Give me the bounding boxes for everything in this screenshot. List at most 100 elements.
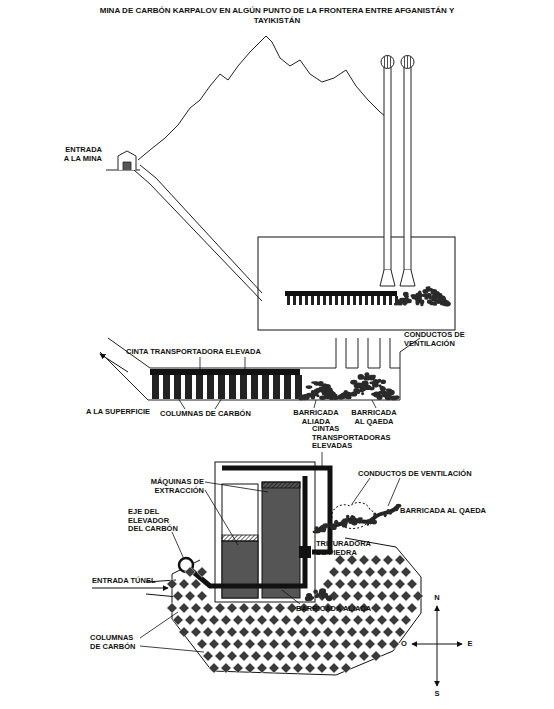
part-label: BARRICADA AL QAEDA (348, 409, 400, 426)
leader-line (322, 452, 323, 466)
shaft-wall (140, 165, 262, 293)
rubble-stone (376, 394, 380, 397)
coal-column (347, 579, 358, 590)
conveyor-belt (285, 291, 397, 296)
part-label: BARRICADA ALIADA (296, 605, 396, 614)
coal-column (262, 375, 269, 399)
coal-column (284, 375, 291, 399)
rubble-stone (376, 394, 382, 400)
coal-column (197, 591, 208, 602)
coal-column (239, 627, 250, 638)
coal-column (269, 639, 280, 650)
coal-column (353, 296, 356, 305)
coal-column (341, 615, 352, 626)
coal-column (293, 639, 304, 650)
rubble-stone (325, 597, 330, 600)
coal-column (341, 296, 344, 305)
coal-column (371, 579, 382, 590)
stone-crusher (299, 546, 311, 558)
rubble-stone (415, 300, 419, 306)
coal-column (215, 603, 226, 614)
coal-column (305, 296, 308, 305)
coal-column (407, 603, 418, 614)
coal-column (329, 567, 340, 578)
conveyor-belt (191, 476, 305, 586)
rubble-stone (306, 597, 309, 601)
cutaway-frame (258, 237, 455, 330)
coal-column (347, 296, 350, 305)
coal-column (281, 663, 292, 674)
coal-column (167, 603, 178, 614)
rubble (337, 372, 400, 400)
rubble-stone (340, 394, 346, 399)
coal-column (365, 639, 376, 650)
coal-column (305, 615, 316, 626)
coal-column (207, 375, 214, 399)
part-label: TRITURADORA DE PIEDRA (316, 540, 372, 557)
coal-column (215, 627, 226, 638)
coal-column (377, 639, 388, 650)
rubble-stone (368, 375, 375, 381)
rubble-stone (321, 596, 324, 599)
coal-column (197, 567, 208, 578)
coal-column (383, 579, 394, 590)
coal-column (317, 296, 320, 305)
coal-column (263, 627, 274, 638)
leader-line (314, 400, 376, 408)
shaft-wall (134, 170, 262, 301)
conveyor-belt (222, 468, 330, 552)
leader-line (205, 482, 268, 545)
entry-arrow (92, 588, 168, 589)
coal-column (257, 663, 268, 674)
rubble-stone (433, 301, 437, 305)
coal-column (341, 567, 352, 578)
coal-column (407, 579, 418, 590)
part-label: MÁQUINAS DE EXTRACCIÓN (148, 478, 204, 495)
coal-column (233, 663, 244, 674)
coal-column (311, 296, 314, 305)
coal-column (257, 615, 268, 626)
rubble-stone (378, 391, 383, 395)
coal-column (365, 615, 376, 626)
ventilation-stack (404, 66, 411, 270)
coal-column (353, 567, 364, 578)
leader-line (178, 398, 222, 409)
leader-line (352, 478, 400, 506)
coal-column (203, 651, 214, 662)
coal-column (401, 567, 412, 578)
coal-column (293, 663, 304, 674)
coal-column (215, 651, 226, 662)
coal-column (240, 375, 247, 399)
part-label: EJE DEL ELEVADOR DEL CARBÓN (128, 508, 184, 534)
coal-column (179, 579, 190, 590)
rubble-stone (375, 514, 378, 517)
coal-column (347, 627, 358, 638)
coal-column (323, 579, 334, 590)
coal-column (341, 639, 352, 650)
coal-column (275, 627, 286, 638)
coal-column (185, 591, 196, 602)
rubble-stone (379, 384, 382, 387)
rubble-stone (346, 515, 350, 519)
part-label: BARRICADA AL QAEDA (400, 507, 510, 516)
coal-column (335, 579, 346, 590)
rubble-stone (298, 395, 304, 400)
coal-column (395, 603, 406, 614)
rubble-stone (311, 381, 318, 383)
coal-column (174, 375, 181, 399)
rubble-stone (431, 298, 437, 302)
coal-column (395, 579, 406, 590)
rubble-stone (358, 374, 364, 380)
compass-letter: S (431, 690, 443, 699)
rubble-stone (378, 379, 382, 382)
compass-axis (412, 644, 462, 645)
coal-column (293, 296, 296, 305)
coal-column (383, 627, 394, 638)
part-label: CONDUCTOS DE VENTILACIÓN (404, 331, 466, 348)
coal-column (317, 639, 328, 650)
coal-column (377, 615, 388, 626)
rubble-stone (329, 390, 333, 394)
coal-column (245, 615, 256, 626)
coal-column (227, 651, 238, 662)
